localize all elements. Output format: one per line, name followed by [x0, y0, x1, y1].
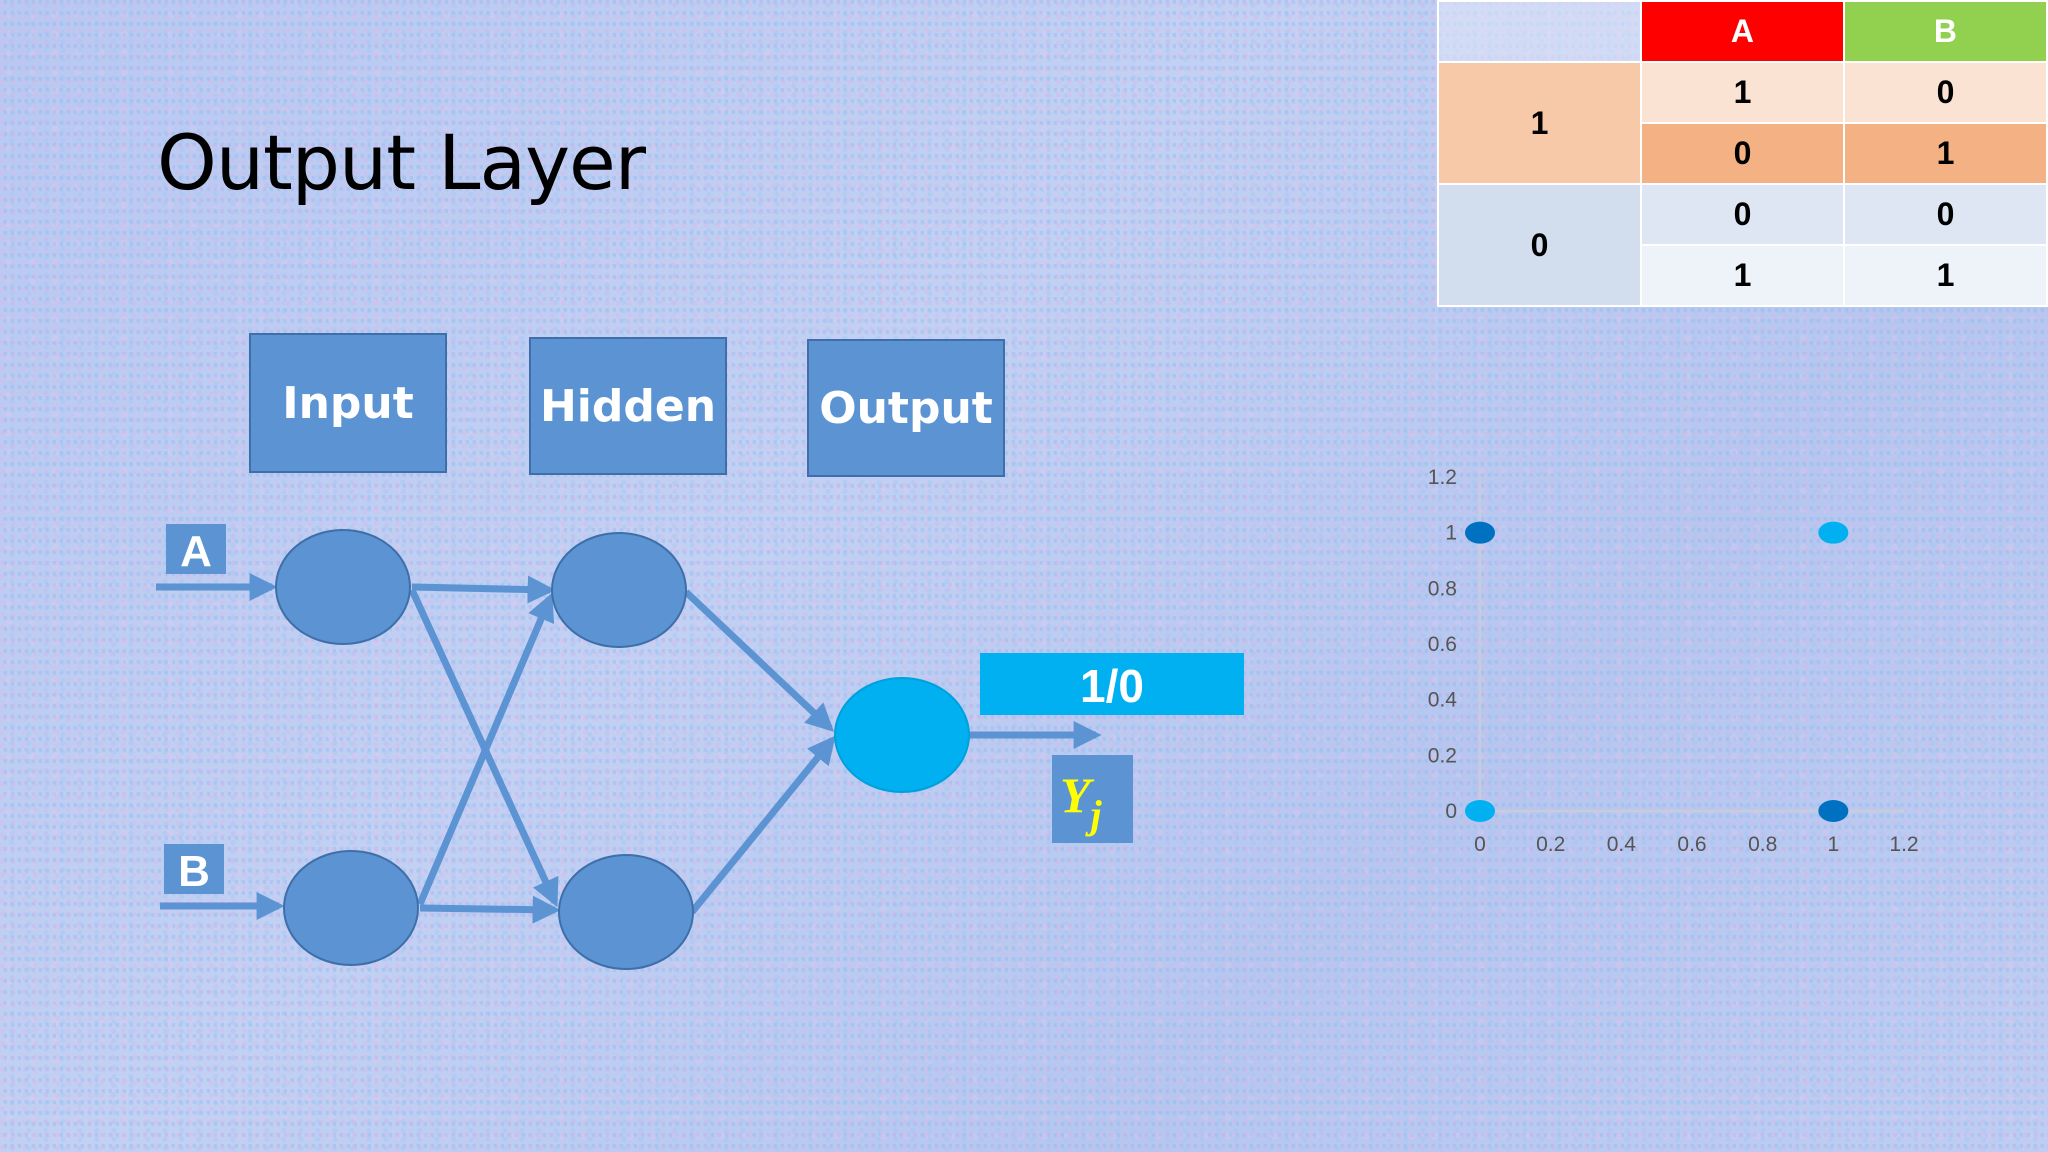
y-tick-label: 0.8: [1428, 577, 1457, 600]
x-tick-label: 0.2: [1536, 833, 1565, 856]
input-neuron-a: [275, 529, 411, 645]
connection-h2-out: [689, 735, 836, 915]
truth-table-header-b: B: [1842, 0, 2048, 63]
truth-table-cell-b: 1: [1842, 244, 2048, 307]
truth-table: A B 1 1 0 0 1 0 0 0 1 1: [1437, 0, 2048, 307]
y-tick-label: 1: [1445, 522, 1457, 545]
output-value-label: 1/0: [1080, 660, 1144, 712]
data-point: [1465, 521, 1495, 544]
truth-table-corner: [1437, 0, 1642, 63]
truth-table-row: 0 1: [1438, 122, 2048, 185]
data-point: [1818, 521, 1849, 544]
x-tick-label: 0: [1474, 833, 1486, 856]
truth-table-header-a: A: [1639, 0, 1845, 63]
hidden-neuron-2: [558, 854, 694, 970]
truth-table-cell-a: 0: [1639, 183, 1845, 246]
truth-table-row: 0 0 0: [1437, 183, 2048, 307]
x-tick-label: 0.4: [1607, 833, 1637, 856]
truth-table-cell-a: 1: [1639, 244, 1845, 307]
connection-b-h1: [416, 592, 555, 906]
output-value-box: [980, 653, 1244, 715]
hidden-neuron-1: [551, 532, 687, 648]
input-a-label: A: [180, 527, 212, 576]
output-symbol-main: Y: [1060, 767, 1095, 823]
truth-table-header-row: A B: [1437, 0, 2048, 63]
output-layer-label: Output: [807, 339, 1005, 477]
output-symbol: Yj: [1060, 767, 1103, 837]
input-b-box: [164, 844, 224, 894]
connection-a-h1: [411, 575, 556, 604]
y-tick-label: 0.6: [1428, 633, 1457, 656]
connection-b-h2: [419, 895, 561, 924]
truth-table-group-label: 0: [1437, 183, 1642, 307]
truth-table-cell-b: 0: [1842, 183, 2048, 246]
x-tick-label: 1.2: [1889, 833, 1918, 856]
input-a-box: [166, 524, 226, 574]
output-neuron: [834, 677, 970, 793]
input-neuron-b: [283, 850, 419, 966]
output-symbol-box: [1052, 755, 1133, 843]
hidden-layer-label: Hidden: [529, 337, 727, 475]
data-point: [1818, 800, 1849, 822]
input-layer-label: Input: [249, 333, 447, 473]
data-point: [1465, 800, 1495, 822]
x-tick-label: 0.8: [1748, 833, 1777, 856]
truth-table-group-label: 1: [1437, 61, 1642, 185]
x-tick-label: 1: [1827, 833, 1839, 856]
y-tick-label: 0.4: [1428, 689, 1458, 712]
y-tick-label: 0: [1445, 800, 1457, 823]
x-tick-label: 0.6: [1677, 833, 1706, 856]
truth-table-row: 1 1: [1438, 244, 2048, 307]
y-tick-label: 0.2: [1428, 744, 1457, 767]
truth-table-cell-a: 1: [1639, 61, 1845, 124]
truth-table-row: 1 1 0: [1437, 61, 2048, 185]
truth-table-cell-b: 1: [1842, 122, 2048, 185]
input-b-label: B: [178, 847, 210, 896]
y-tick-label: 1.2: [1428, 466, 1457, 489]
truth-table-cell-b: 0: [1842, 61, 2048, 124]
connection-h1-out: [683, 589, 835, 732]
slide-title: Output Layer: [157, 118, 646, 207]
truth-table-cell-a: 0: [1639, 122, 1845, 185]
